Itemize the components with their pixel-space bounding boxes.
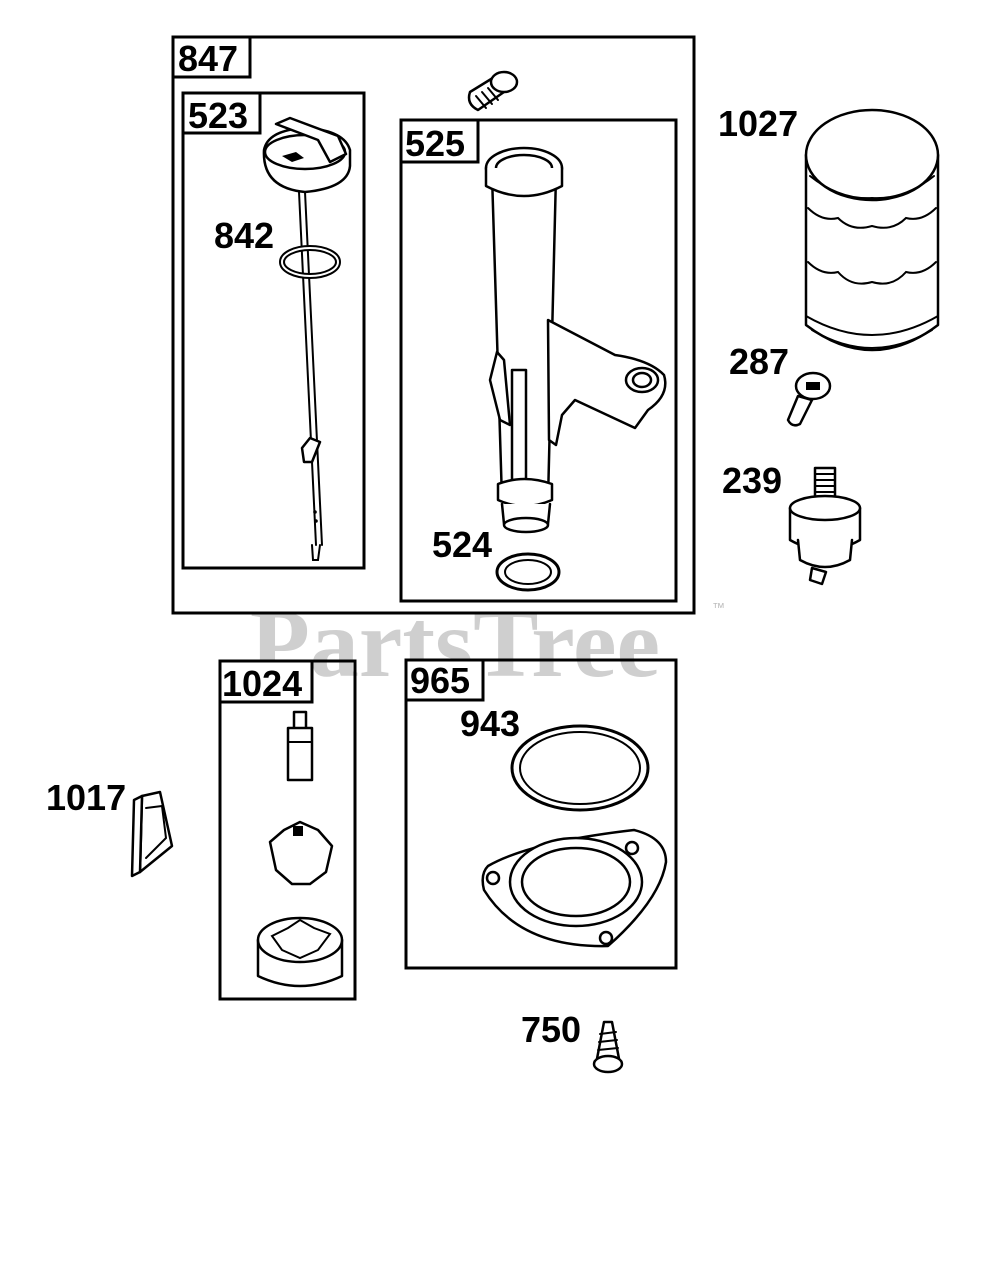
part-label-287[interactable]: 287 (729, 341, 789, 382)
assembly-box-523 (181, 91, 366, 570)
dipstick-tube-part (484, 146, 667, 534)
assembly-tag-box-525 (399, 118, 480, 164)
assembly-label-1024[interactable]: 1024 (222, 663, 302, 704)
watermark-trademark: ™ (712, 600, 725, 615)
assembly-tag-box-523 (181, 91, 262, 135)
part-label-1017[interactable]: 1017 (46, 777, 126, 818)
assembly-box-525 (399, 118, 678, 603)
pump-inner-rotor-part (268, 820, 334, 886)
assembly-label-523[interactable]: 523 (188, 95, 248, 136)
assembly-tag-box-847 (171, 35, 252, 79)
assembly-label-847[interactable]: 847 (178, 38, 238, 79)
oil-pressure-switch-part (788, 466, 862, 586)
part-label-524[interactable]: 524 (432, 524, 492, 565)
assembly-box-965 (404, 658, 678, 970)
pump-cover-part (481, 828, 668, 948)
bracket-1017-part (130, 790, 174, 878)
gasket-943-part (510, 724, 650, 812)
dipstick-part (262, 116, 352, 561)
assembly-tag-box-1024 (218, 659, 314, 704)
assembly-label-965[interactable]: 965 (410, 660, 470, 701)
pump-outer-rotor-part (256, 916, 344, 988)
assembly-box-847 (171, 35, 696, 615)
pump-shaft-part (286, 710, 314, 782)
screw-287-part (786, 371, 832, 427)
screw-750-part (592, 1020, 624, 1074)
seal-ring-524-part (495, 552, 561, 592)
oil-filter-part (804, 108, 940, 352)
part-label-1027[interactable]: 1027 (718, 103, 798, 144)
tube-bolt-part (467, 70, 519, 112)
assembly-label-525[interactable]: 525 (405, 123, 465, 164)
part-label-943[interactable]: 943 (460, 703, 520, 744)
part-label-842[interactable]: 842 (214, 215, 274, 256)
part-label-239[interactable]: 239 (722, 460, 782, 501)
part-label-750[interactable]: 750 (521, 1009, 581, 1050)
assembly-tag-box-965 (404, 658, 485, 702)
